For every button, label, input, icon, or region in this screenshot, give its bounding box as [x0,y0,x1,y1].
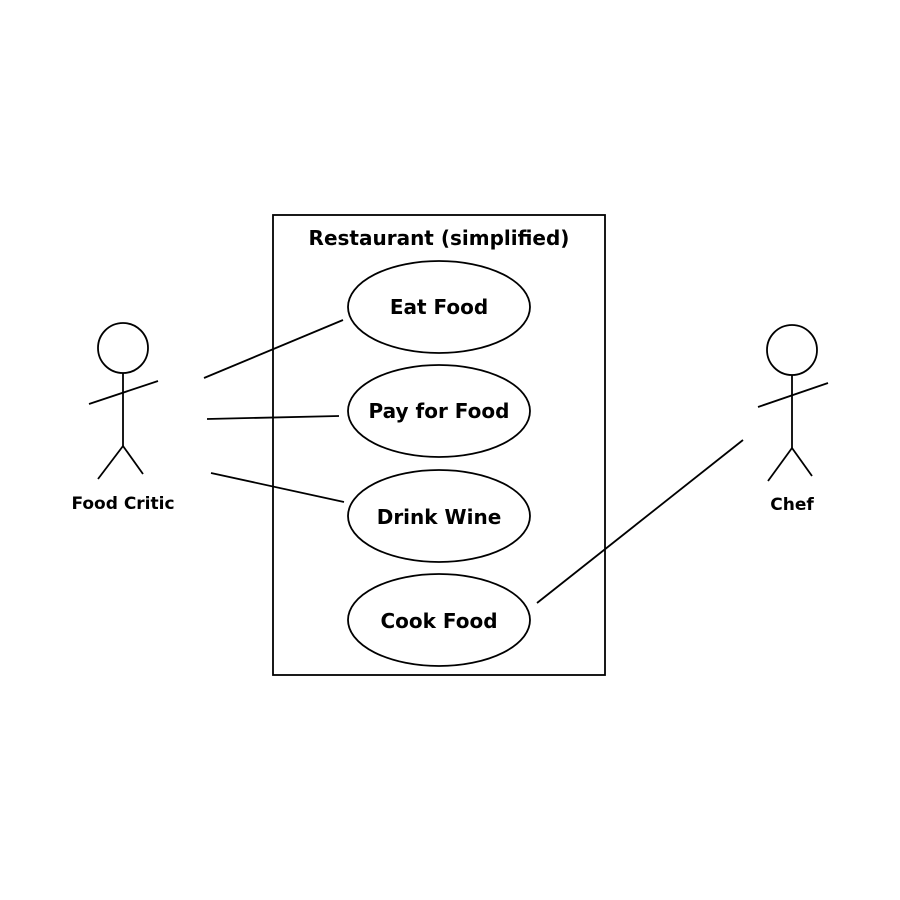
actor-label: Chef [770,495,814,515]
use-case-drink-wine[interactable]: Drink Wine [347,469,531,563]
use-case-label: Eat Food [390,295,488,319]
system-title: Restaurant (simplified) [309,226,570,250]
use-case-cook-food[interactable]: Cook Food [347,573,531,667]
actor-label: Food Critic [71,494,174,514]
stick-figure-icon [757,324,829,482]
use-case-ellipse [347,573,531,667]
use-case-label: Drink Wine [377,505,502,529]
association-critic-drink-wine [210,472,345,503]
use-case-eat-food[interactable]: Eat Food [347,260,531,354]
stick-figure-icon [88,322,159,480]
actor-food-critic[interactable]: Food Critic [71,322,175,514]
association-critic-eat-food [203,319,344,379]
system-boundary-box [272,214,606,676]
use-case-label: Pay for Food [369,399,510,423]
actor-chef[interactable]: Chef [757,324,829,515]
association-chef-cook-food [536,439,744,604]
system-boundary: Restaurant (simplified) [272,214,606,676]
use-case-ellipse [347,260,531,354]
use-case-ellipse [347,469,531,563]
use-case-label: Cook Food [380,609,497,633]
use-case-ellipse [347,364,531,458]
association-critic-pay-for-food [206,415,340,420]
use-case-pay-for-food[interactable]: Pay for Food [347,364,531,458]
